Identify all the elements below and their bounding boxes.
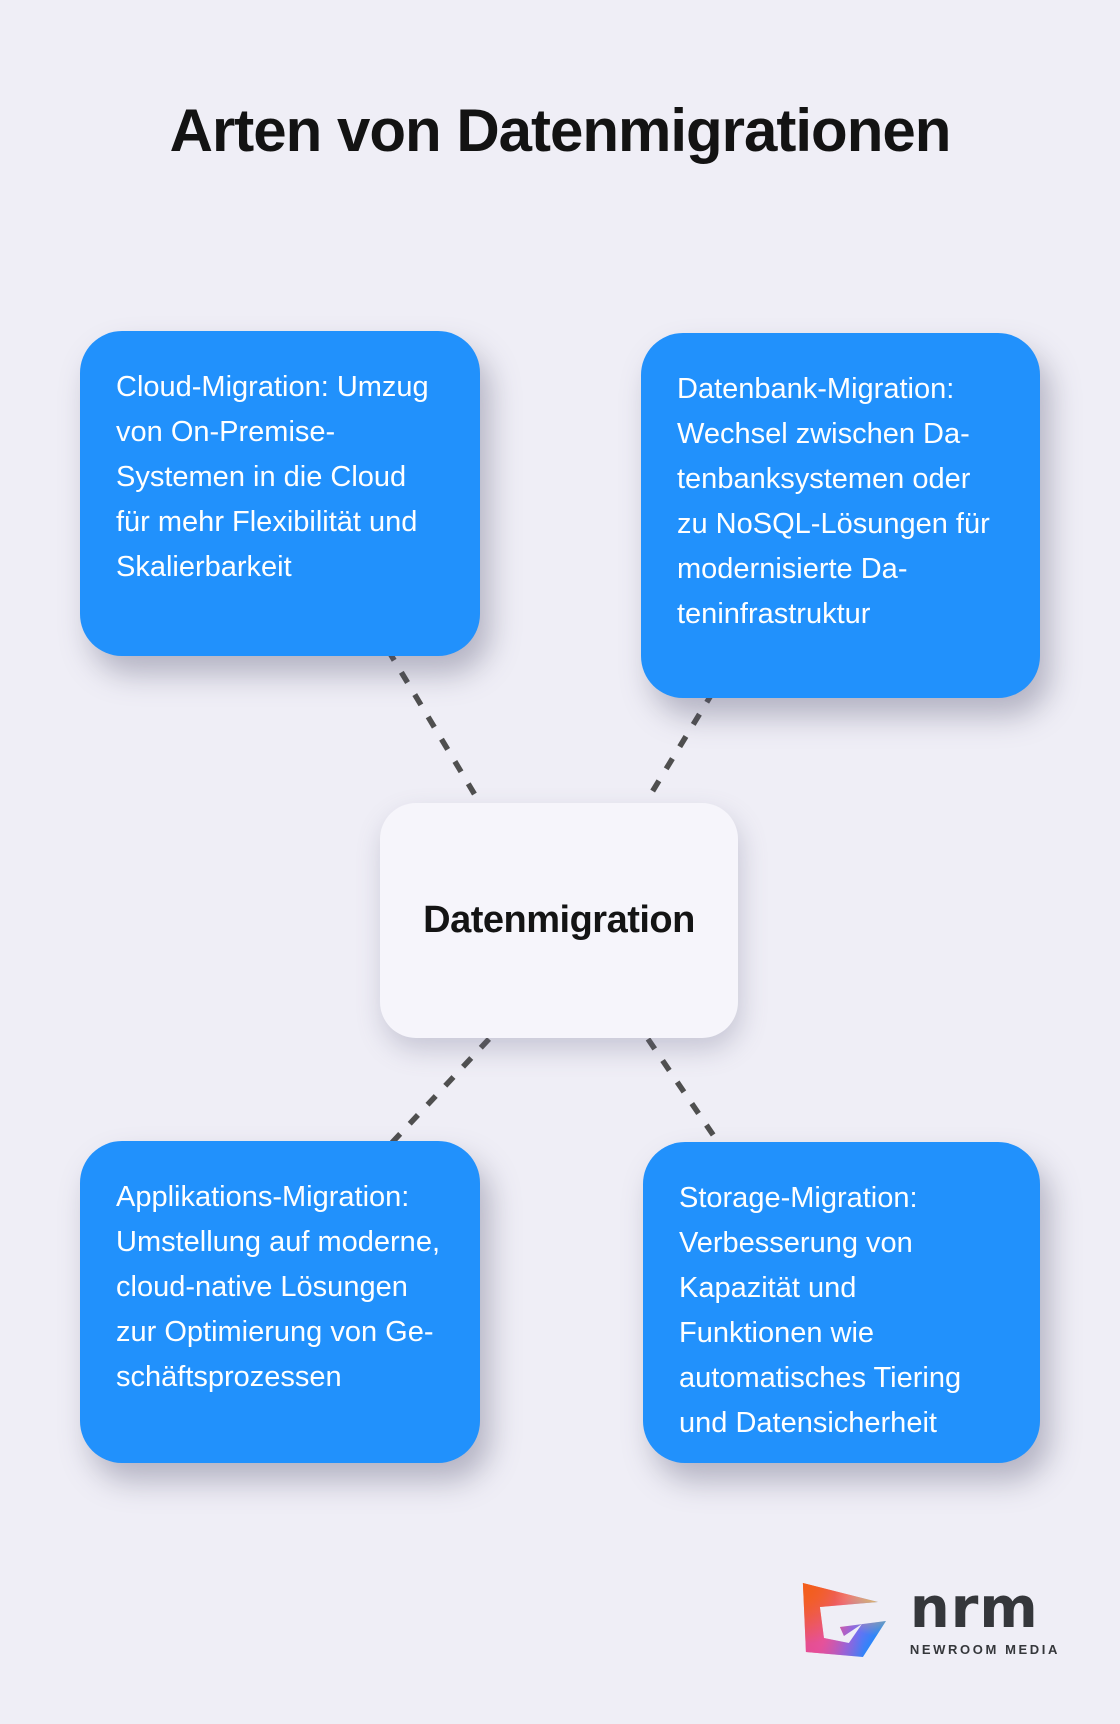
logo-wordmark: nrm: [909, 1576, 1039, 1642]
connector-cloud-line: [385, 648, 481, 802]
logo-text-block: nrm NEWROOM MEDIA: [909, 1576, 1060, 1657]
node-storage-migration: Storage-Migration: Verbesserung von Kapa…: [643, 1142, 1040, 1463]
nrm-g-mark-icon: [802, 1583, 886, 1658]
logo-subtitle: NEWROOM MEDIA: [909, 1641, 1060, 1657]
newroom-media-logo: nrm NEWROOM MEDIA: [800, 1580, 1060, 1660]
node-storage-migration-text: Storage-Migration: Verbesserung von Kapa…: [679, 1182, 962, 1439]
node-applikations-migration-text: Applikations-Migration: Umstellung auf m…: [116, 1181, 440, 1393]
node-cloud-migration: Cloud-Migration: Umzug von On-Premise-Sy…: [80, 331, 480, 656]
connector-applikations-line: [384, 1037, 492, 1150]
center-node-label: Datenmigration: [423, 899, 695, 941]
connector-storage-line: [645, 1037, 725, 1150]
node-datenbank-migration-text: Datenbank-Migration: Wechsel zwischen Da…: [677, 373, 990, 630]
node-cloud-migration-text: Cloud-Migration: Umzug von On-Premise-Sy…: [116, 371, 429, 583]
node-applikations-migration: Applikations-Migration: Umstellung auf m…: [80, 1141, 480, 1463]
connector-datenbank-line: [643, 690, 716, 804]
node-datenbank-migration: Datenbank-Migration: Wechsel zwischen Da…: [641, 333, 1040, 698]
center-node-datenmigration: Datenmigration: [380, 803, 738, 1038]
page-title: Arten von Datenmigrationen: [169, 97, 952, 164]
